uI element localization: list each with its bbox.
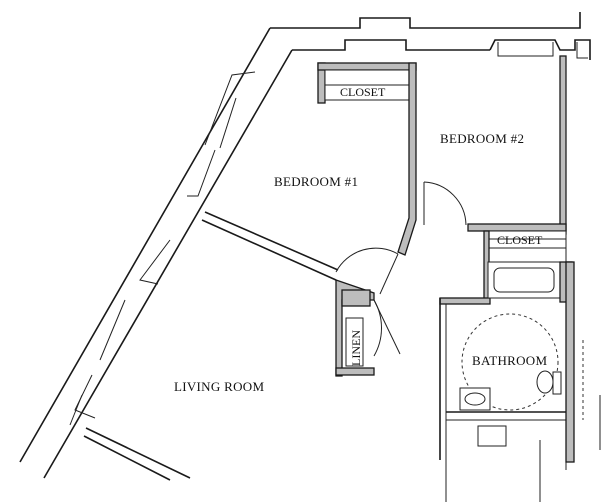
closet-bedroom2: CLOSET [467,223,567,300]
closet-label-bedroom1: CLOSET [340,85,386,99]
bathroom-label: BATHROOM [472,353,547,368]
closet-label-bedroom2: CLOSET [497,233,543,247]
walls-bottom [83,395,601,502]
closet-bedroom1: CLOSET [317,62,417,104]
linen-closet: LINEN [335,279,401,377]
bedroom1-label: BEDROOM #1 [274,174,358,189]
bedroom2-label: BEDROOM #2 [440,131,524,146]
door-bedroom2[interactable] [423,181,467,226]
bathroom: BATHROOM [439,261,584,463]
door-bedroom1[interactable] [335,247,399,295]
linen-label: LINEN [349,330,363,366]
living-room-label: LIVING ROOM [174,379,264,394]
exterior-wall-top [270,12,591,60]
wall-bedroom1-bedroom2 [397,62,417,256]
exterior-wall-diagonal [19,27,293,479]
wall-living-bedroom1 [201,211,339,281]
